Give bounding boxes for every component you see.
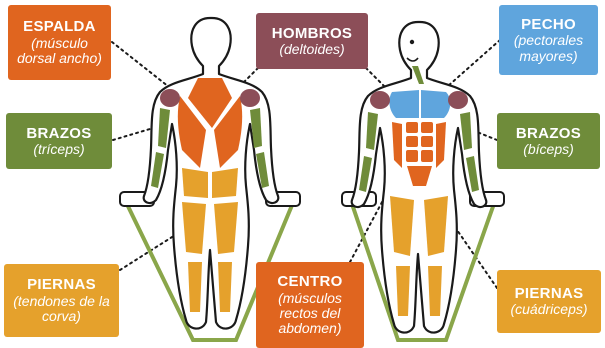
label-brazos-triceps-title: BRAZOS: [26, 124, 92, 142]
front-pectoral-right: [421, 90, 451, 118]
label-centro: CENTRO (músculos rectos del abdomen): [256, 262, 364, 348]
front-abdominals: [406, 122, 433, 186]
back-lat-right: [214, 96, 243, 168]
back-glute-left: [182, 168, 208, 198]
label-hombros: HOMBROS (deltoides): [256, 13, 368, 69]
back-forearm-left: [151, 152, 164, 188]
front-view-body: [341, 20, 505, 342]
front-oblique-left: [392, 122, 402, 168]
label-pecho-title: PECHO: [521, 15, 576, 33]
leader-pecho: [447, 39, 501, 87]
label-piernas-quadriceps: PIERNAS (cuádriceps): [497, 270, 601, 333]
back-glute-right: [212, 168, 238, 198]
back-view-body: [119, 16, 301, 342]
front-forearm-left: [359, 156, 372, 192]
back-trapezius: [188, 78, 232, 128]
back-tricep-left: [158, 108, 170, 148]
front-forearm-right: [466, 156, 479, 192]
front-deltoid-left: [370, 91, 390, 109]
label-pecho-subtitle: (pectorales mayores): [513, 32, 584, 64]
label-espalda-title: ESPALDA: [23, 18, 96, 36]
label-brazos-biceps-subtitle: (bíceps): [523, 140, 574, 157]
front-shin-left: [396, 266, 410, 316]
back-hamstring-right: [214, 202, 238, 254]
front-shin-right: [428, 266, 442, 316]
front-quad-right: [424, 196, 448, 256]
label-piernas-quadriceps-subtitle: (cuádriceps): [510, 301, 588, 318]
label-centro-title: CENTRO: [277, 273, 343, 291]
label-brazos-biceps: BRAZOS (bíceps): [497, 113, 600, 169]
label-hombros-subtitle: (deltoides): [279, 40, 345, 57]
back-forearm-right: [256, 152, 269, 188]
label-hombros-title: HOMBROS: [271, 24, 353, 42]
label-centro-subtitle: (músculos rectos del abdomen): [278, 289, 342, 337]
front-deltoid-right: [448, 91, 468, 109]
face-mouth: [406, 57, 419, 62]
back-lat-left: [177, 96, 206, 168]
label-piernas-hamstrings-title: PIERNAS: [27, 276, 96, 294]
label-brazos-triceps-subtitle: (tríceps): [33, 140, 85, 157]
back-deltoid-right: [240, 89, 260, 107]
front-bicep-right: [460, 112, 472, 150]
back-calf-right: [218, 262, 232, 312]
label-piernas-hamstrings-subtitle: (tendones de la corva): [13, 292, 110, 325]
front-oblique-right: [436, 122, 446, 168]
label-piernas-quadriceps-title: PIERNAS: [514, 285, 584, 303]
label-brazos-biceps-title: BRAZOS: [515, 124, 582, 142]
front-quad-left: [390, 196, 414, 256]
label-piernas-hamstrings: PIERNAS (tendones de la corva): [4, 264, 119, 337]
label-pecho: PECHO (pectorales mayores): [499, 5, 598, 75]
leader-hombros-front: [365, 67, 391, 93]
leader-brazos-left: [112, 125, 161, 141]
front-bicep-left: [366, 112, 378, 150]
front-pectoral-left: [389, 90, 419, 118]
label-brazos-triceps: BRAZOS (tríceps): [6, 113, 112, 169]
band-front: [348, 197, 498, 342]
front-neck: [412, 66, 424, 84]
back-tricep-right: [250, 108, 262, 148]
back-hamstring-left: [182, 202, 206, 254]
back-deltoid-left: [160, 89, 180, 107]
back-calf-left: [188, 262, 202, 312]
face-eye: [409, 39, 415, 45]
label-espalda-subtitle: (músculo dorsal ancho): [17, 34, 102, 67]
label-espalda: ESPALDA (músculo dorsal ancho): [8, 5, 111, 80]
